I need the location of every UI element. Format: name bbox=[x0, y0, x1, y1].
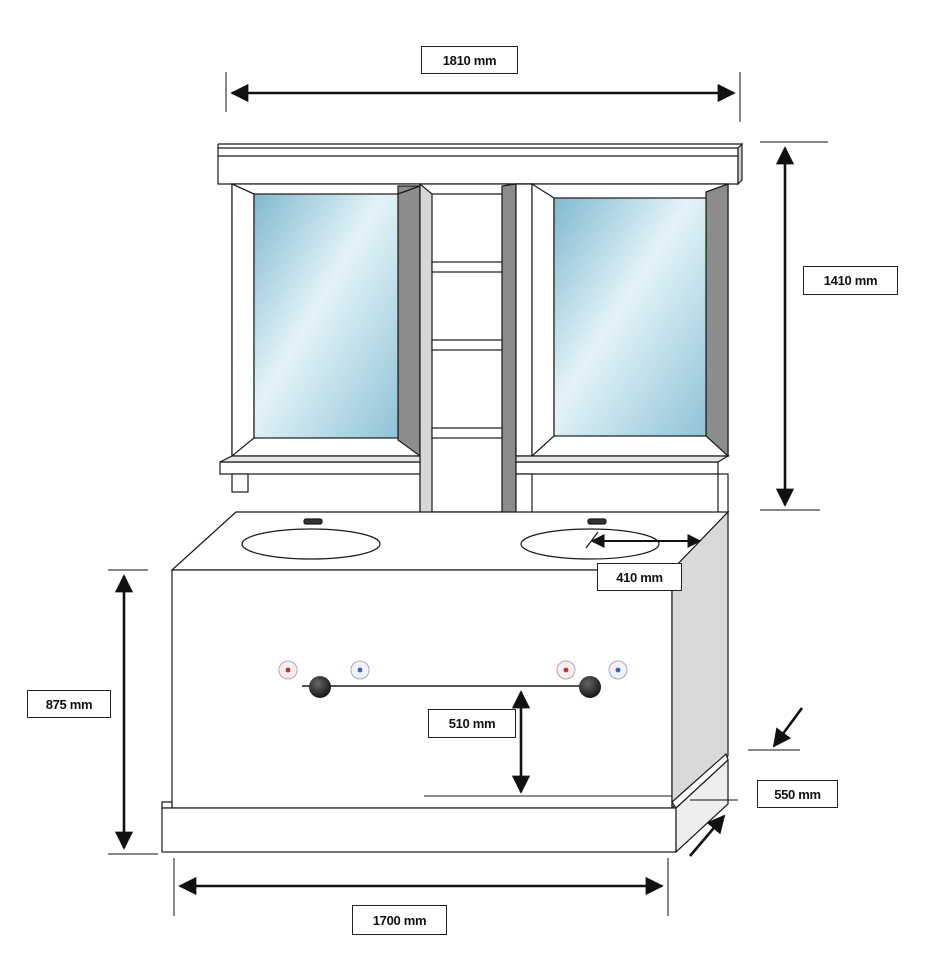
right-mirror-cabinet bbox=[515, 182, 729, 458]
cabinet-height-label: 875 mm bbox=[27, 690, 111, 718]
drain-icon bbox=[303, 518, 323, 525]
mirror-ledge bbox=[219, 455, 731, 515]
right-mirror bbox=[553, 197, 707, 437]
shelf-1 bbox=[431, 261, 503, 273]
left-basin bbox=[241, 528, 381, 560]
knob-icon bbox=[309, 676, 331, 698]
total-height-label: 1410 mm bbox=[803, 266, 898, 295]
shelf-2 bbox=[431, 339, 503, 351]
left-mirror-cabinet bbox=[231, 183, 421, 458]
center-shelf-column bbox=[419, 182, 517, 528]
plinth bbox=[161, 752, 729, 854]
total-width-label: 1810 mm bbox=[421, 46, 518, 74]
dimension-lines bbox=[108, 72, 828, 916]
top-cornice bbox=[217, 142, 743, 186]
shelf-3 bbox=[431, 427, 503, 439]
tap-height-label: 510 mm bbox=[428, 709, 516, 738]
left-mirror bbox=[253, 193, 399, 439]
right-basin bbox=[520, 528, 660, 560]
cabinet-width-label: 1700 mm bbox=[352, 905, 447, 935]
fixtures bbox=[278, 660, 628, 698]
basin-width-label: 410 mm bbox=[597, 563, 682, 591]
depth-label: 550 mm bbox=[757, 780, 838, 808]
